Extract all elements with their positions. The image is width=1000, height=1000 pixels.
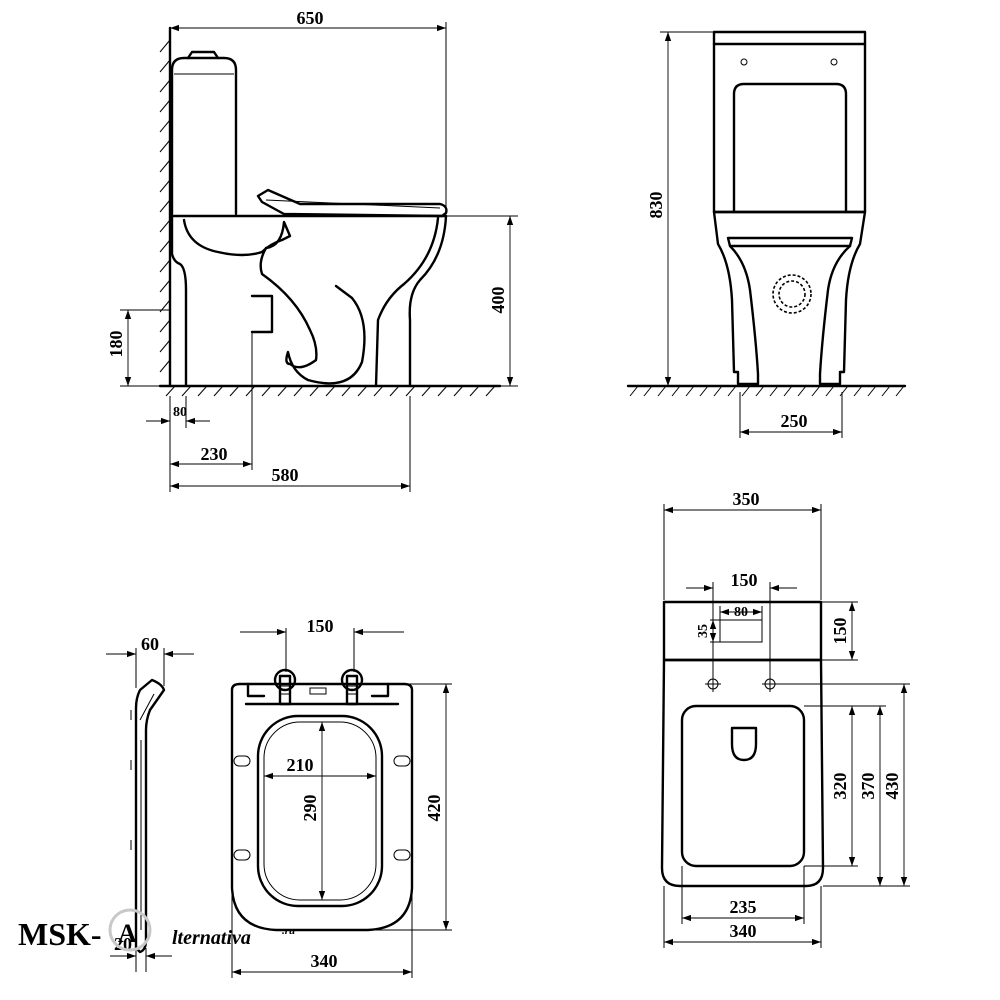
top-bowl-opening — [680, 704, 806, 868]
dim-top-inner-width: 235 — [730, 897, 757, 917]
top-drain — [730, 726, 758, 762]
wall-hatch — [159, 39, 171, 373]
dim-seat-inner-length: 290 — [300, 795, 320, 822]
front-lid-outline — [732, 82, 848, 214]
dim-top-opening-length: 370 — [858, 773, 878, 800]
dim-top-overall-width: 350 — [733, 489, 760, 509]
front-tank — [712, 30, 867, 214]
outlet-hole — [772, 274, 812, 314]
dim-top-tank-depth: 150 — [830, 618, 850, 645]
dim-seat-edge-thickness: 60 — [141, 634, 159, 654]
dim-side-wall-gap: 80 — [173, 405, 187, 420]
seat-top-view: 150 210 290 420 340 — [230, 616, 452, 978]
dim-side-depth: 580 — [272, 465, 299, 485]
tank — [170, 56, 238, 216]
dim-seat-hinge-spacing: 150 — [307, 616, 334, 636]
dim-top-button-height: 35 — [696, 624, 711, 638]
watermark-brand: MSK- — [18, 916, 102, 952]
bowl-trap — [182, 218, 366, 385]
dim-front-foot-width: 250 — [781, 411, 808, 431]
front-floor-hatch — [629, 385, 905, 397]
front-view: 830 250 — [626, 30, 907, 438]
seat-mount-holes — [705, 676, 778, 692]
dim-side-seat-height: 400 — [488, 287, 508, 314]
seat-hinge-right — [340, 668, 364, 706]
dim-top-button-width: 80 — [734, 605, 748, 620]
seat-profile-shape — [134, 678, 166, 954]
watermark-suffix: .ru — [282, 925, 295, 937]
seat-lid — [256, 188, 448, 218]
seat-opening — [256, 714, 384, 908]
dim-seat-width: 340 — [311, 951, 338, 971]
dim-seat-inner-width: 210 — [287, 755, 314, 775]
dim-seat-length: 420 — [424, 795, 444, 822]
top-view: 350 150 80 35 150 320 370 430 235 — [660, 489, 910, 948]
floor-hatch — [165, 385, 496, 397]
dim-side-outlet-height: 180 — [106, 331, 126, 358]
watermark-logo-icon — [108, 908, 152, 952]
dim-top-inner-length: 320 — [830, 773, 850, 800]
side-outlet — [250, 294, 274, 334]
dim-top-bowl-width: 340 — [730, 921, 757, 941]
top-bowl — [660, 658, 825, 888]
dim-front-height: 830 — [646, 192, 666, 219]
dim-side-width: 650 — [297, 8, 324, 28]
dim-top-hole-spacing: 150 — [731, 570, 758, 590]
watermark-logo-letter: A — [118, 919, 137, 948]
watermark: MSK- A lternativa .ru — [18, 908, 295, 952]
front-bowl — [712, 210, 867, 386]
seat-profile: 60 20 — [106, 634, 194, 972]
seat-hinge-left — [273, 668, 297, 706]
side-view: 650 400 180 80 230 580 — [106, 8, 518, 492]
dim-side-outlet-offset: 230 — [201, 444, 228, 464]
dim-top-bowl-length: 430 — [882, 773, 902, 800]
flush-button — [719, 619, 763, 643]
watermark-tail: lternativa — [172, 927, 251, 949]
bowl-body — [408, 214, 448, 388]
